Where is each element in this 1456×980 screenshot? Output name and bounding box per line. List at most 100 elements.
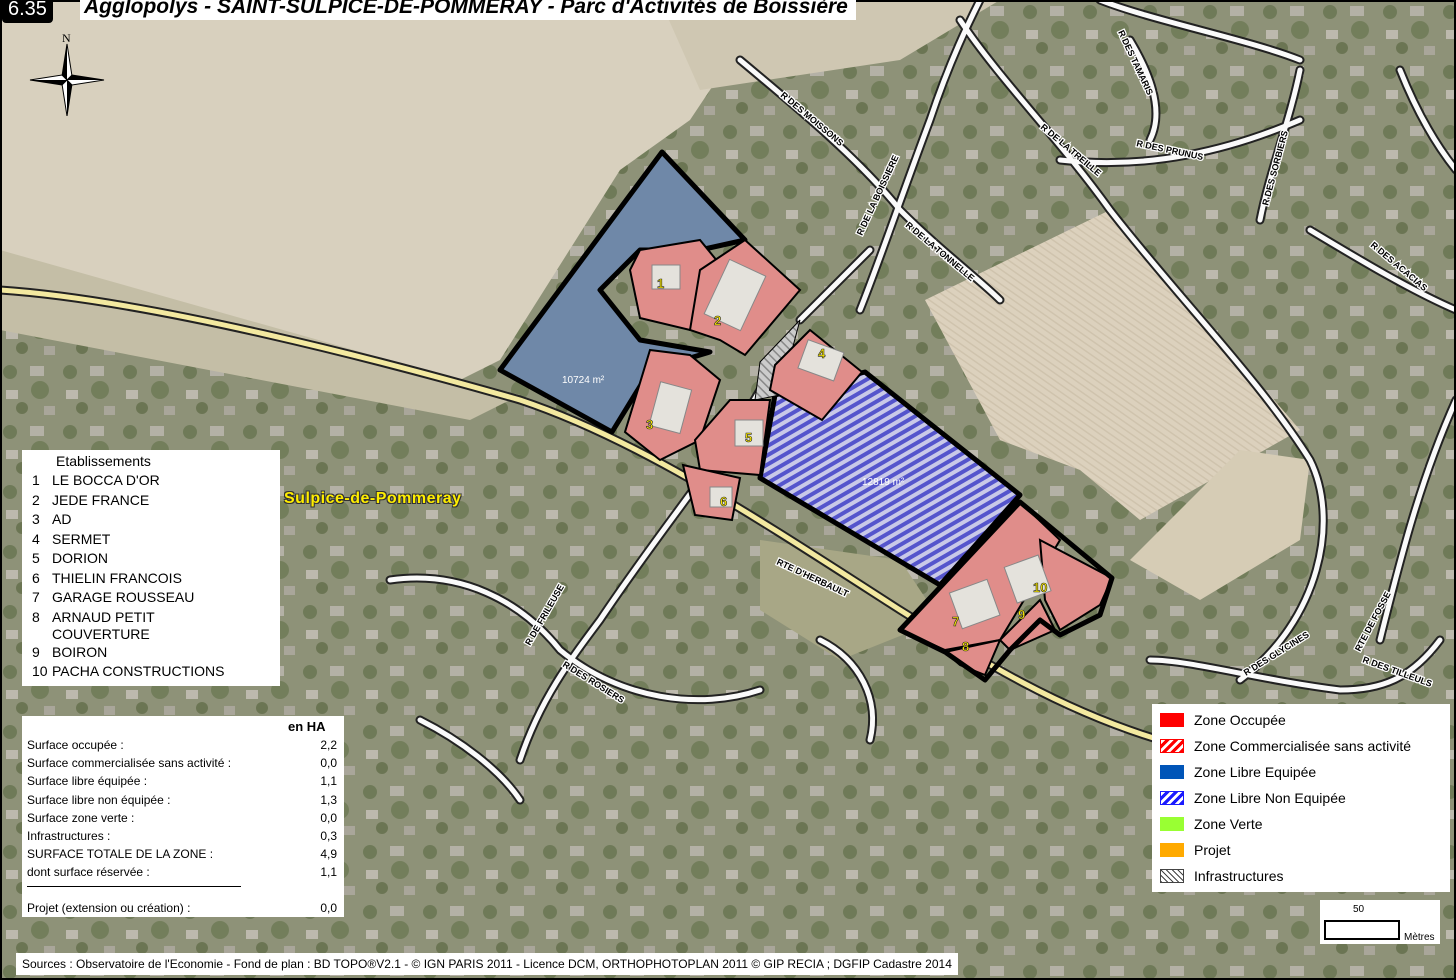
legend-label: Projet <box>1194 842 1231 858</box>
legend-swatch <box>1160 791 1184 805</box>
scale-bar: 50 Mètres <box>1320 900 1440 944</box>
legend-item: Zone Libre Equipée <box>1160 764 1316 780</box>
surface-row: Surface commercialisée sans activité :0,… <box>27 756 337 770</box>
establishment-number: 4 <box>32 530 40 547</box>
area-label-west: 10724 m² <box>562 375 605 386</box>
legend-swatch <box>1160 765 1184 779</box>
surface-row-label: dont surface réservée : <box>27 865 150 880</box>
plot-label-4: 4 <box>818 346 826 361</box>
legend-label: Zone Libre Equipée <box>1194 764 1317 780</box>
field-east <box>925 210 1300 520</box>
establishment-item: 2 JEDE FRANCE <box>22 491 280 511</box>
field-northwest <box>0 0 770 390</box>
establishment-name: DORION <box>52 550 108 566</box>
establishments-heading: Etablissements <box>56 453 151 469</box>
surface-row-value: 1,1 <box>320 865 337 880</box>
establishment-item: 6 THIELIN FRANCOIS <box>22 569 280 589</box>
establishment-number: 9 <box>32 643 40 660</box>
surface-row-label: Infrastructures : <box>27 829 111 843</box>
establishment-name: THIELIN FRANCOIS <box>52 569 182 586</box>
north-arrow-icon: N <box>29 31 105 116</box>
surface-row: Surface occupée : 2,2 <box>27 738 337 752</box>
legend-label: Zone Occupée <box>1194 712 1286 728</box>
surface-row-value: 0,3 <box>320 829 337 843</box>
surface-row-label: Projet (extension ou création) : <box>27 901 191 915</box>
establishment-name: AD <box>52 511 72 527</box>
surface-row-label: SURFACE TOTALE DE LA ZONE : <box>27 847 214 862</box>
map-number-badge: 6.35 <box>2 0 53 23</box>
establishment-number: 8 <box>32 608 40 625</box>
establishment-name: LE BOCCA D'OR <box>52 472 160 488</box>
establishment-item: 3 AD <box>22 510 280 530</box>
surfaces-unit-header: en HA <box>288 719 326 734</box>
plot-label-2: 2 <box>714 313 721 328</box>
establishment-item: 8 ARNAUD PETIT COUVERTURE <box>22 608 280 643</box>
zone-libre-equipee[interactable] <box>497 149 748 435</box>
legend-label: Zone Verte <box>1194 816 1263 832</box>
surface-row-label: Surface occupée : <box>27 738 124 752</box>
establishment-name: GARAGE ROUSSEAU <box>52 589 195 605</box>
buildings <box>648 258 1052 630</box>
establishment-number: 6 <box>32 569 40 586</box>
north-label: N <box>62 31 71 45</box>
establishment-item: 4 SERMET <box>22 530 280 550</box>
establishment-number: 2 <box>32 491 40 508</box>
establishment-number: 5 <box>32 550 40 566</box>
surface-row: SURFACE TOTALE DE LA ZONE :4,9 <box>27 847 337 861</box>
establishment-name: PACHA CONSTRUCTIONS <box>52 663 225 679</box>
surface-row-project: Projet (extension ou création) : 0,0 <box>27 901 337 915</box>
surface-row-label: Surface libre équipée : <box>27 774 148 789</box>
sources-credit: Sources : Observatoire de l'Economie - F… <box>16 953 958 975</box>
scale-bar-graphic <box>1324 920 1400 940</box>
legend-item: Zone Occupée <box>1160 712 1286 728</box>
surface-row-value: 0,0 <box>320 756 337 771</box>
establishment-name: ARNAUD PETIT COUVERTURE <box>52 608 155 642</box>
plot-label-6: 6 <box>720 494 727 509</box>
plot-5[interactable] <box>693 399 772 477</box>
surface-row-value: 0,0 <box>320 901 337 915</box>
surface-row: dont surface réservée : 1,1 <box>27 865 337 879</box>
plot-labels: 1 2 3 4 5 6 7 8 9 10 <box>646 276 1048 655</box>
legend-label: Infrastructures <box>1194 868 1284 884</box>
plot-label-3: 3 <box>646 417 653 432</box>
scale-value: 50 <box>1353 904 1365 915</box>
place-name-label: Sulpice-de-Pommeray <box>284 490 462 507</box>
surface-row-label: Surface zone verte : <box>27 810 135 825</box>
legend-item: Zone Verte <box>1160 816 1263 832</box>
legend-swatch <box>1160 817 1184 831</box>
surface-row-value: 2,2 <box>320 738 337 752</box>
legend-swatch <box>1160 843 1184 857</box>
plot-label-5: 5 <box>745 430 752 445</box>
plot-label-10: 10 <box>1033 580 1047 595</box>
establishment-number: 7 <box>32 589 40 605</box>
establishment-name: JEDE FRANCE <box>52 491 150 508</box>
surface-row-label: Surface libre non équipée : <box>27 792 171 807</box>
plot-label-7: 7 <box>952 614 959 629</box>
surface-row: Infrastructures : 0,3 <box>27 829 337 843</box>
road-network <box>0 0 1456 805</box>
plot-label-1: 1 <box>657 276 664 291</box>
establishment-number: 10 <box>32 663 48 679</box>
grass-south <box>760 540 940 660</box>
field-southeast <box>1130 450 1310 600</box>
plot-label-8: 8 <box>962 639 969 654</box>
surfaces-divider <box>27 886 241 887</box>
establishment-item: 7 GARAGE ROUSSEAU <box>22 588 280 608</box>
scale-unit: Mètres <box>1404 932 1435 943</box>
establishment-name: SERMET <box>52 530 111 547</box>
surface-row: Surface zone verte : 0,0 <box>27 811 337 825</box>
legend-swatch <box>1160 739 1184 753</box>
surface-row-value: 1,1 <box>320 774 337 789</box>
area-label-center: 12819 m² <box>862 477 905 488</box>
surface-row-value: 1,3 <box>320 792 337 807</box>
legend-item: Zone Libre Non Equipée <box>1160 790 1346 806</box>
surface-row-value: 0,0 <box>320 810 337 825</box>
establishment-number: 3 <box>32 511 40 527</box>
establishment-item: 5 DORION <box>22 549 280 569</box>
